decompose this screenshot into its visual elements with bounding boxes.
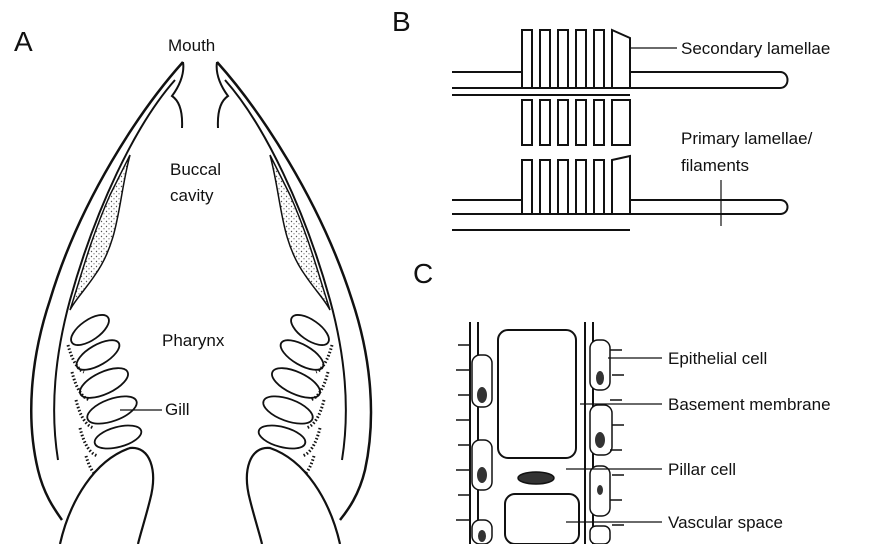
label-vascular-space: Vascular space (668, 514, 783, 531)
label-basement-membrane: Basement membrane (668, 396, 831, 413)
label-pillar-cell: Pillar cell (668, 461, 736, 478)
label-epithelial-cell: Epithelial cell (668, 350, 767, 367)
